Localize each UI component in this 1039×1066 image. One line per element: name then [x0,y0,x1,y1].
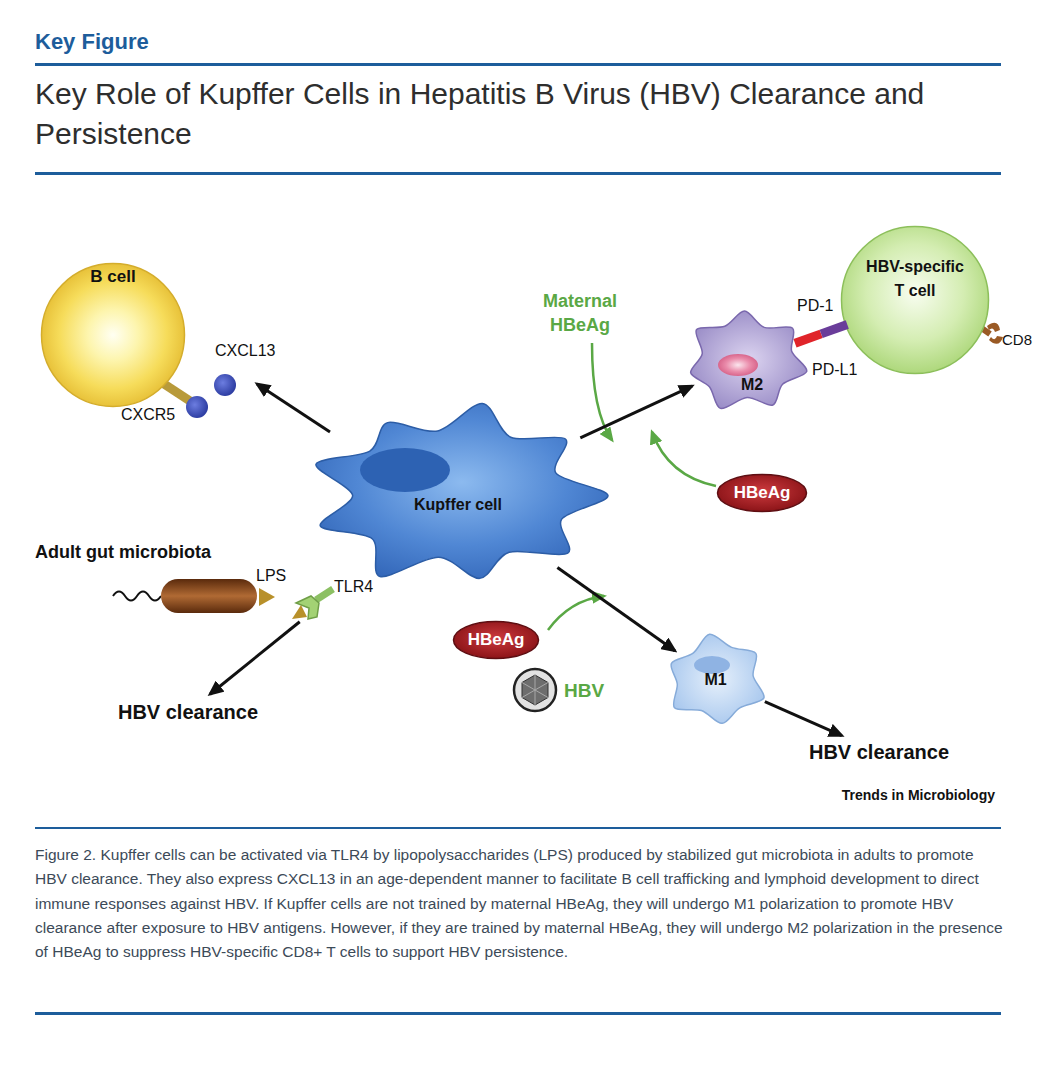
chemokine-dot [214,374,236,396]
antigen-ellipse: HBeAg [716,473,808,513]
node-text-block: HBV-specific T cell [860,255,970,303]
node-text: HBV clearance [806,740,952,764]
ligand-label: LPS [256,566,286,585]
cd8-receptor [987,323,1000,332]
virus-capsid [522,675,548,705]
connector-group [210,324,847,735]
node-text-block: M1 [688,670,743,689]
kupffer-cell-outline [300,398,612,593]
node-text-block: HBV clearance [806,740,952,764]
receptor-label: CXCR5 [121,405,175,424]
node-text: HBeAg [452,630,540,650]
arrow-line [765,702,842,736]
t-cell: HBV-specific T cell [840,225,990,375]
cell-nucleus [718,354,758,376]
antigen-ellipse: HBeAg [452,620,540,660]
node-text: HBV clearance [113,700,263,724]
outcome-text: HBV clearance [806,738,952,766]
arrow-line [557,567,675,650]
node-text: M2 [722,375,782,394]
kupffer-cell: Kupffer cell [300,398,612,593]
node-text-block: B cell [40,267,186,287]
m1-macrophage: M1 [660,630,772,730]
ligand-bar [795,334,821,343]
rule-line [35,172,1001,175]
cell-nucleus [360,448,450,492]
virus-label: HBV [564,679,604,702]
figure-title: Key Role of Kupffer Cells in Hepatitis B… [35,74,1020,154]
virus-envelope [514,669,556,711]
figure-kicker: Key Figure [35,29,149,55]
arrow-connector [580,386,692,438]
rule-line [35,1012,1001,1015]
t-cell-body [842,227,989,374]
node-text: Kupffer cell [378,495,538,514]
node-text-block: Kupffer cell [378,495,538,514]
rule-line [35,827,1001,829]
arrow-line [210,622,300,694]
arrow-connector [210,622,300,694]
journal-label: Trends in Microbiology [775,787,995,804]
receptor-bar [821,324,847,333]
m2-macrophage-body [691,311,807,408]
figure-caption: Figure 2. Kupffer cells can be activated… [35,843,1003,964]
induction-arrow [652,432,716,486]
flagellum [113,592,161,601]
secretion-arrow [257,384,330,432]
ligand-label: PD-L1 [812,360,857,379]
arrow-connector [765,702,842,736]
node-text: M1 [688,670,743,689]
antigen-source-label: Maternal HBeAg [532,289,628,337]
lps-triangle [259,588,275,606]
node-text: B cell [40,267,186,287]
capsid-facets [522,675,548,705]
arrow-connector [557,567,675,650]
binding-bar [795,324,847,343]
induction-arrow [548,596,604,630]
kupffer-cell-body [316,403,608,578]
node-text-block: HBV clearance [113,700,263,724]
m2-macrophage-outline [680,305,812,417]
cd8-receptor [989,336,1003,344]
m1-macrophage-body [671,634,764,723]
outcome-text: HBV clearance [113,698,263,726]
node-text: HBeAg [716,483,808,503]
node-text-block: M2 [722,375,782,394]
bacterium [161,579,257,613]
receptor-label: CD8 [1002,331,1032,349]
receptor-label: TLR4 [334,577,373,596]
microbiota-label: Adult gut microbiota [35,541,211,563]
node-text-block: HBeAg [716,483,808,503]
induction-arrow [592,343,612,440]
node-text-block: HBeAg [452,630,540,650]
node-text: HBV-specific T cell [860,255,970,303]
lps-triangle [292,605,307,619]
t-cell-outline [840,225,990,375]
b-cell: B cell [40,262,186,408]
chemokine-dot [186,396,208,418]
m2-macrophage: M2 [680,305,812,417]
receptor-label: PD-1 [797,296,833,315]
rule-line [35,63,1001,66]
arrow-line [580,386,692,438]
tlr4-stem [316,589,333,600]
chemokine-label: CXCL13 [215,341,275,360]
